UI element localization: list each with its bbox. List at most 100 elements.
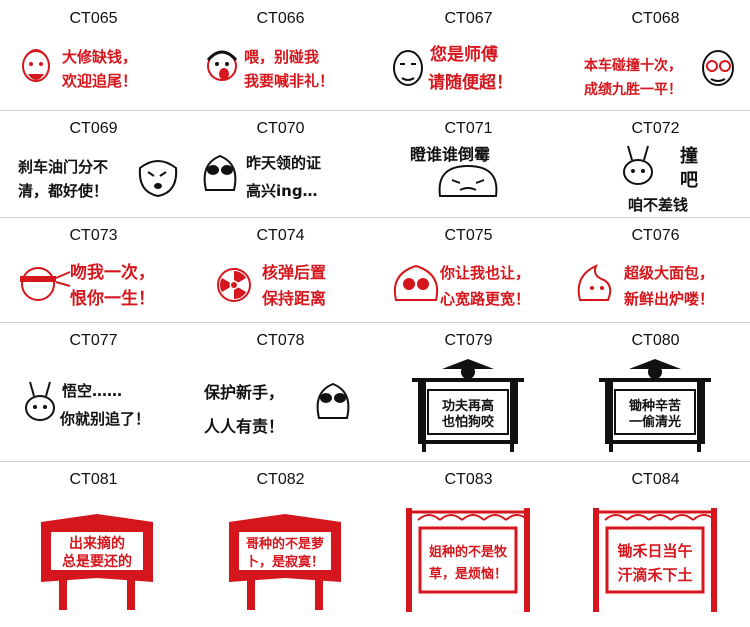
sticker-slogan-line: 哥种的不是萝	[246, 536, 324, 552]
sticker-slogan-line: 您是师傅	[430, 44, 498, 65]
sticker-code: CT073	[69, 227, 118, 244]
shouting-boy-icon	[206, 50, 238, 81]
sticker-slogan-line: 刹车油门分不	[18, 158, 108, 176]
sticker-slogan-line: 昨天领的证	[246, 154, 321, 172]
sticker-code: CT067	[444, 10, 493, 27]
sticker-code: CT068	[631, 10, 680, 27]
sticker-slogan-line: 吧	[680, 170, 698, 191]
sticker-slogan-line: 成绩九胜一平！	[584, 81, 682, 98]
sticker-slogan-line: 高兴ing…	[246, 182, 318, 200]
crying-face-icon	[138, 160, 178, 198]
sticker-slogan-line: 核弹后置	[262, 263, 326, 282]
row-divider	[0, 110, 750, 111]
row-divider	[0, 217, 750, 218]
sticker-slogan-line: 你就别追了！	[59, 410, 150, 428]
sticker-cell-ct078: CT078	[187, 322, 374, 461]
sticker-cell-ct071: CT071	[375, 110, 562, 217]
sticker-art-ct070: 昨天领的证高兴ing…	[203, 154, 321, 200]
sticker-slogan-line: 欢迎追尾！	[61, 72, 137, 90]
sticker-slogan-line: 保护新手，	[203, 383, 284, 402]
sticker-slogan-line: 锄种辛苦	[628, 398, 681, 414]
sticker-cell-ct081: CT081	[0, 461, 187, 627]
scarecrow-sign-icon	[599, 359, 711, 452]
sticker-slogan-line: 姐种的不是牧	[429, 544, 508, 560]
sticker-cell-ct072: CT072	[562, 110, 749, 217]
rabbit-icon	[623, 145, 653, 185]
sticker-art-ct073: 吻我一次， 恨你一生！	[20, 262, 155, 309]
sticker-slogan-line: 咱不差钱	[628, 196, 688, 214]
sticker-cell-ct067: CT067	[375, 0, 562, 110]
sticker-code: CT069	[69, 120, 118, 137]
sticker-cell-ct083: CT083	[375, 461, 562, 627]
sticker-cell-ct074: CT074	[187, 217, 374, 322]
sticker-slogan-line: 撞	[680, 145, 698, 167]
sticker-slogan-line: 超级大面包，	[623, 264, 714, 282]
sticker-art-ct076: 超级大面包，新鲜出炉喽！	[577, 264, 714, 308]
sticker-slogan-line: 悟空……	[62, 382, 122, 400]
sticker-slogan-line: 心宽路更宽！	[440, 290, 530, 308]
sticker-cell-ct082: CT082	[187, 461, 374, 627]
sticker-slogan-line: 出来摘的	[69, 535, 125, 552]
sticker-art-ct071: 瞪谁谁倒霉	[410, 145, 498, 197]
rabbit-icon	[25, 381, 55, 421]
sticker-code: CT076	[631, 227, 680, 244]
sticker-slogan-line: 汗滴禾下土	[617, 566, 692, 584]
row-divider	[0, 322, 750, 323]
sticker-code: CT080	[631, 332, 680, 349]
wooden-sign-icon	[229, 514, 341, 610]
sticker-slogan-line: 功夫再高	[442, 398, 494, 414]
sticker-slogan-line: 卜，是寂寞！	[246, 554, 324, 570]
sticker-cell-ct073: CT073	[0, 217, 187, 322]
sticker-code: CT079	[444, 332, 493, 349]
fence-sign-icon	[406, 508, 530, 612]
row-divider	[0, 461, 750, 462]
cartoon-face-icon	[22, 49, 50, 82]
sticker-cell-ct077: CT077	[0, 322, 187, 461]
sticker-code: CT074	[256, 227, 305, 244]
sticker-slogan-line: 也怕狗咬	[442, 414, 495, 430]
sticker-slogan-line: 锄禾日当午	[617, 542, 692, 560]
big-eyes-icon	[394, 264, 438, 301]
sticker-slogan-line: 吻我一次，	[70, 262, 155, 283]
sunglasses-alien-icon	[203, 154, 237, 191]
sticker-code: CT082	[256, 471, 305, 488]
sticker-code: CT071	[444, 120, 493, 137]
sticker-slogan-line: 瞪谁谁倒霉	[410, 145, 490, 164]
sticker-slogan-line: 你让我也让，	[439, 264, 530, 282]
sticker-cell-ct075: CT075	[375, 217, 562, 322]
sticker-slogan-line: 我要喊非礼！	[244, 72, 334, 90]
scarecrow-sign-icon	[412, 359, 524, 452]
sticker-cell-ct070: CT070	[187, 110, 374, 217]
glasses-face-icon	[702, 50, 734, 86]
sticker-code: CT077	[69, 332, 118, 349]
flame-face-icon	[577, 264, 612, 301]
radiation-icon	[217, 268, 251, 302]
sticker-cell-ct080: CT080	[562, 322, 749, 461]
sticker-slogan-line: 请随便超！	[428, 72, 513, 93]
sticker-slogan-line: 本车碰撞十次，	[584, 57, 682, 74]
sticker-slogan-line: 总是要还的	[62, 553, 132, 570]
sticker-code: CT072	[631, 120, 680, 137]
sticker-slogan-line: 大修缺钱，	[62, 48, 137, 66]
sticker-code: CT070	[256, 120, 305, 137]
sticker-cell-ct068: CT068	[562, 0, 749, 110]
sticker-cell-ct079: CT079	[375, 322, 562, 461]
sticker-code: CT078	[256, 332, 305, 349]
sunglasses-alien-icon	[316, 382, 350, 419]
sticker-art-ct068: 本车碰撞十次， 成绩九胜一平！	[584, 50, 734, 98]
sticker-code: CT084	[631, 471, 680, 488]
sticker-code: CT066	[256, 10, 305, 27]
sticker-cell-ct076: CT076	[562, 217, 749, 322]
sticker-slogan-line: 恨你一生！	[70, 288, 155, 309]
